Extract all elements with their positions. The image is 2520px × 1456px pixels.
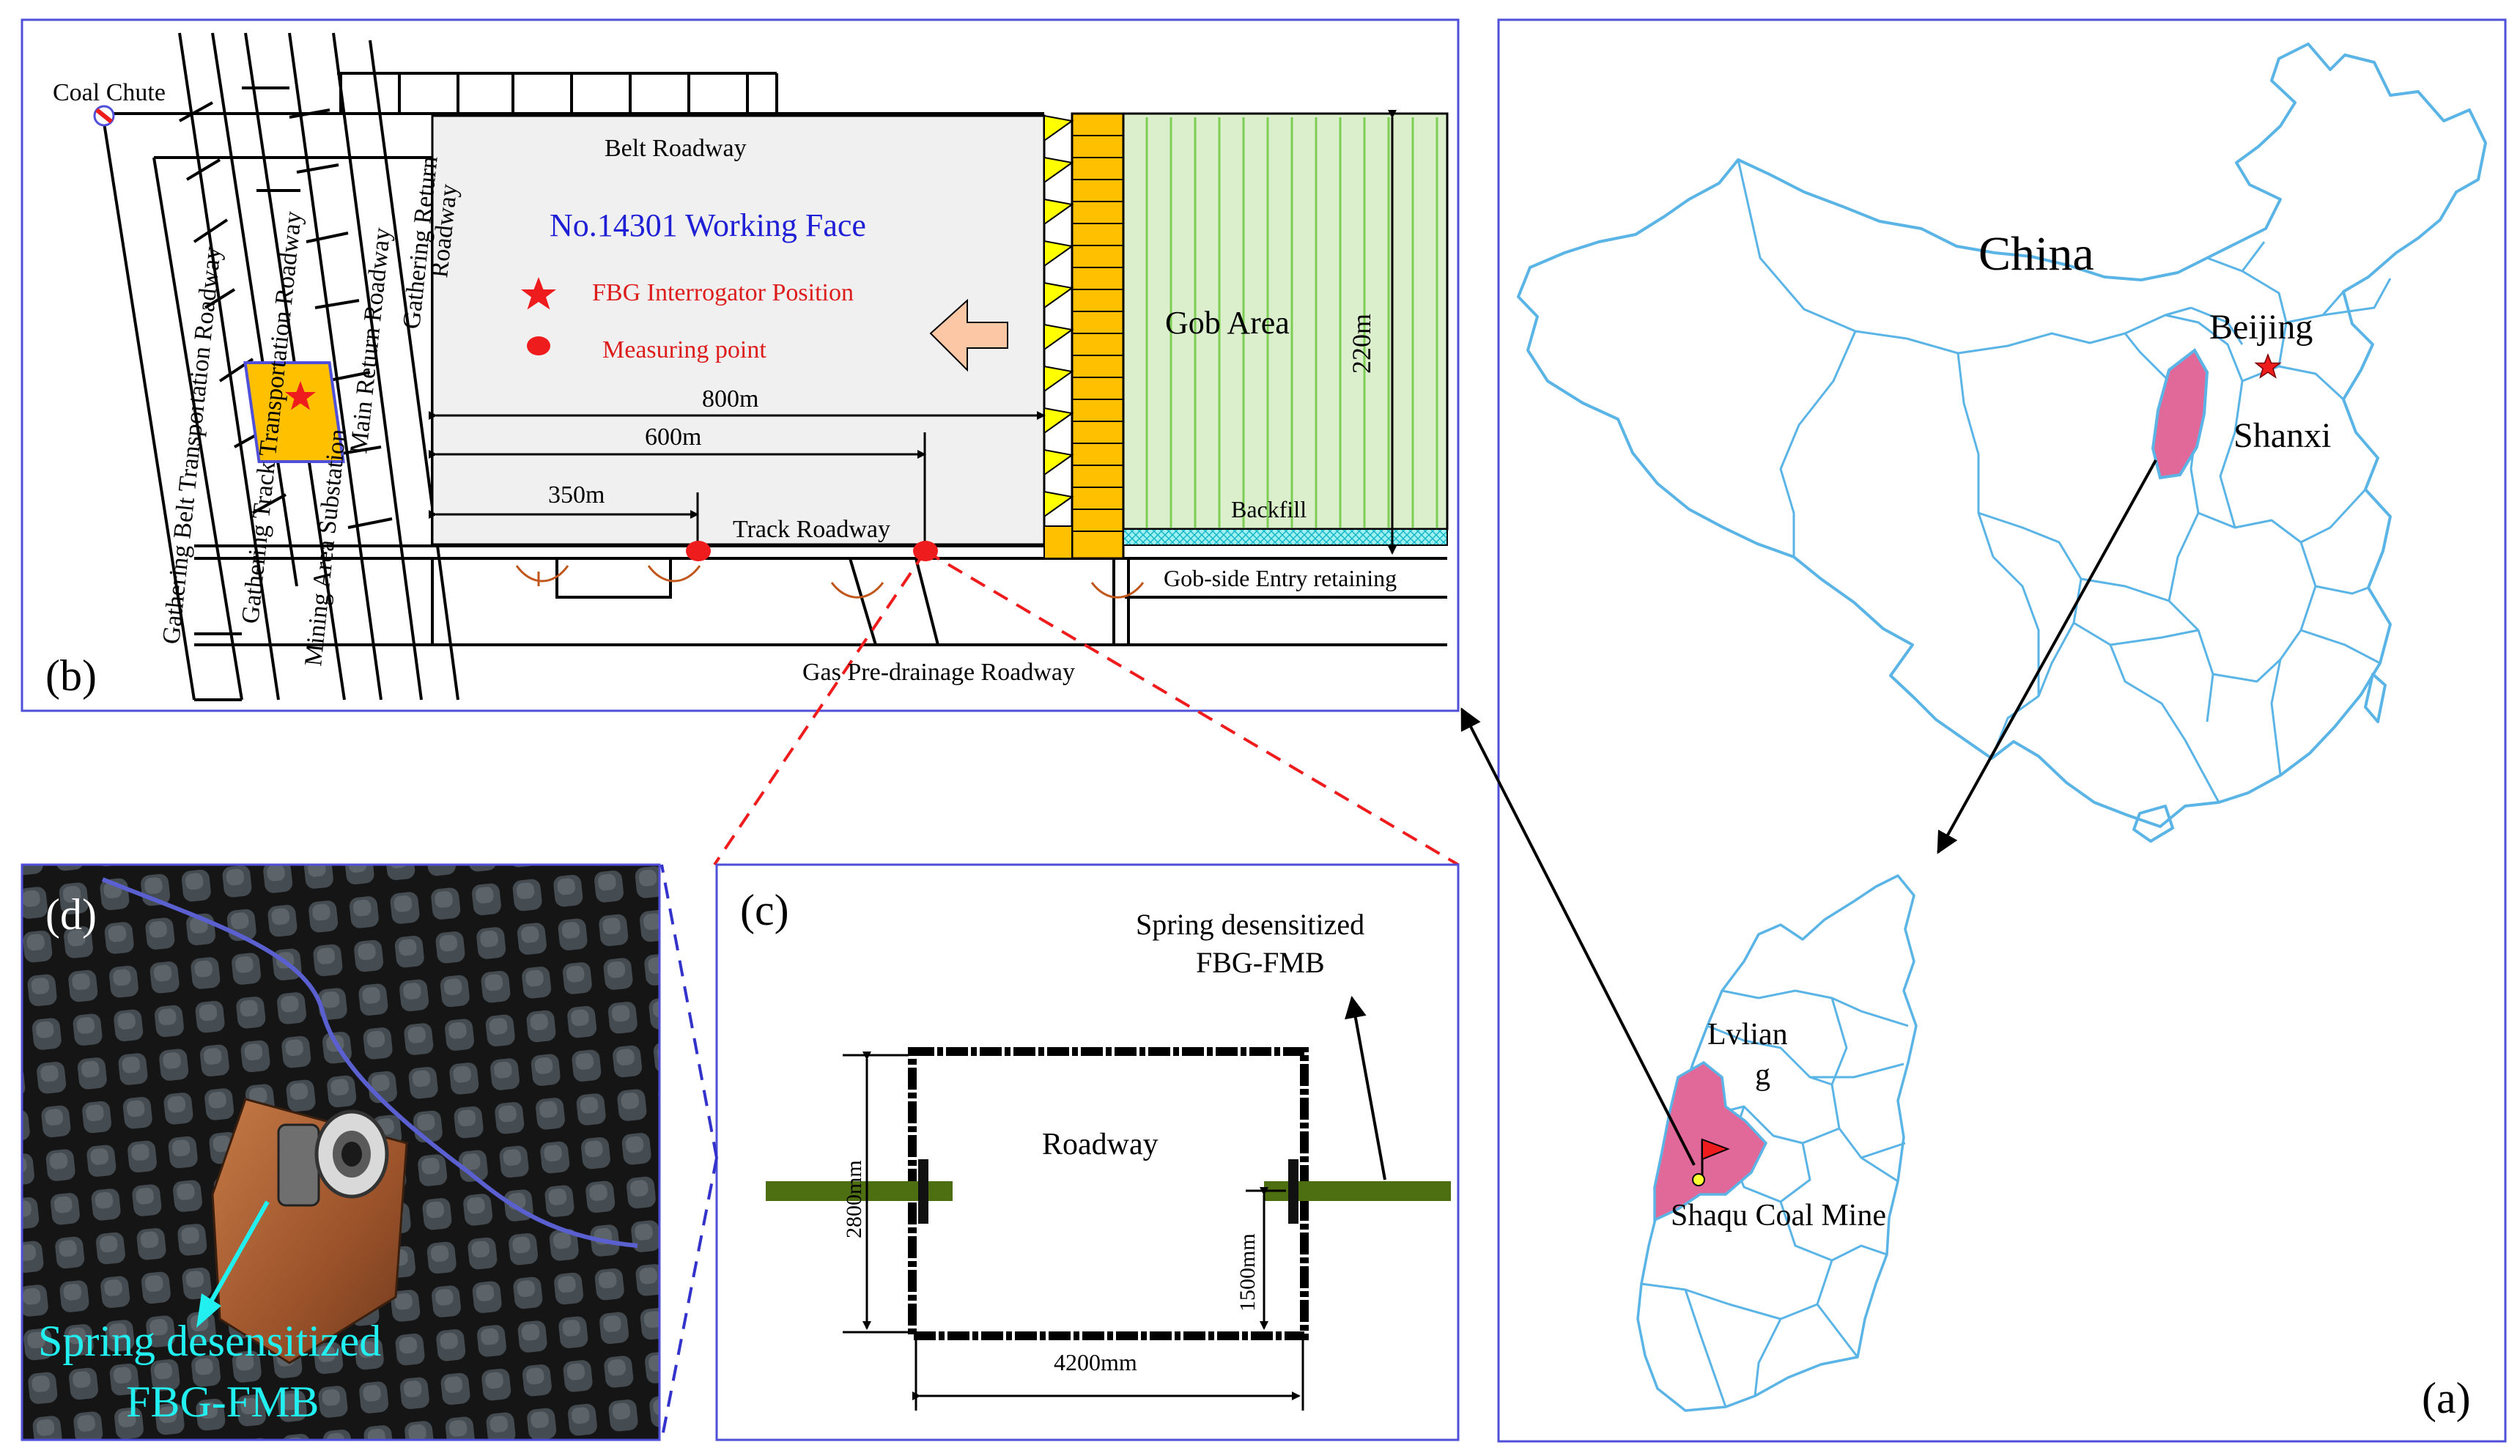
width-label: 4200mm: [1054, 1349, 1137, 1375]
legend-dot-icon: [527, 336, 550, 355]
backfill-strip: [1123, 528, 1448, 546]
dim-600-label: 600m: [645, 424, 701, 451]
panel-c-label: (c): [740, 886, 789, 934]
shanxi-county-boundaries: [1641, 989, 1909, 1408]
roadway-section: [908, 1047, 1309, 1340]
legend-measuring-label: Measuring point: [602, 336, 766, 363]
roadway-label: Roadway: [1042, 1128, 1159, 1161]
shanxi-outline: [1636, 874, 1918, 1412]
photo-sensor-body: [277, 1109, 389, 1207]
panel-b: Coal Chute Belt Roadway No.14301 Working…: [21, 18, 1460, 866]
gas-roadway-label: Gas Pre-drainage Roadway: [802, 659, 1075, 686]
shanxi-label: Shanxi: [2233, 416, 2331, 455]
panel-d-label: (d): [45, 890, 97, 939]
sensor-label-c-line2: FBG-FMB: [1196, 946, 1325, 979]
beijing-star: [2254, 352, 2282, 379]
sensor-label-d-line1: Spring desensitized: [38, 1317, 381, 1365]
photo-pointer-arrowhead: [196, 1293, 221, 1328]
province-boundaries: [1737, 159, 2392, 803]
sensor-label-d-line2: FBG-FMB: [126, 1378, 319, 1426]
gob-width-label: 220m: [1347, 314, 1376, 374]
zoom-arrow-shanxi: [1937, 459, 2157, 854]
advance-direction-arrow: [929, 298, 1008, 372]
track-roadway-label: Track Roadway: [733, 516, 890, 543]
belt-roadway-label: Belt Roadway: [605, 135, 747, 162]
section-dimensions: [843, 1052, 1304, 1411]
flag-icon: [1692, 1138, 1730, 1186]
panel-c: Spring desensitized FBG-FMB Roadway 2800…: [715, 863, 1460, 1441]
height-label: 2800mm: [842, 1160, 866, 1238]
mine-label: Shaqu Coal Mine: [1671, 1199, 1886, 1233]
lvliang-label-line1: Lvlian: [1707, 1018, 1788, 1052]
photo-pointer-arrow: [208, 1200, 270, 1304]
photo-cable: [101, 877, 638, 1248]
gob-side-entry-label: Gob-side Entry retaining: [1164, 565, 1397, 591]
china-outline: [1517, 43, 2487, 828]
left-bolt-plate: [918, 1159, 928, 1224]
coal-chute-icon: [93, 105, 115, 127]
coal-chute-label: Coal Chute: [53, 79, 166, 106]
right-bolt-plate: [1288, 1159, 1298, 1224]
lvliang-region: [1653, 1060, 1768, 1222]
working-face-label: No.14301 Working Face: [550, 207, 866, 243]
distance-dimensions: [429, 388, 1046, 546]
taiwan-island: [2364, 673, 2387, 723]
measuring-point-350m: [686, 541, 711, 561]
interrogator-star-icon: [285, 381, 316, 410]
backfill-label: Backfill: [1231, 496, 1307, 522]
shanxi-province: [2151, 348, 2209, 480]
zoom-lines-to-d: [660, 864, 718, 1441]
install-height-label: 1500mm: [1235, 1233, 1260, 1312]
shanxi-detail-map: [1636, 874, 1918, 1412]
legend-star-icon: [521, 277, 556, 310]
china-map: [1517, 43, 2487, 843]
dim-800-label: 800m: [702, 385, 758, 413]
panel-a-label: (a): [2422, 1374, 2471, 1422]
beijing-label: Beijing: [2209, 308, 2313, 347]
sensor-label-c-line1: Spring desensitized: [1136, 908, 1364, 941]
panel-d-frame: [21, 863, 661, 1441]
panel-b-label: (b): [45, 651, 97, 700]
zoom-lines-to-c: [713, 550, 1460, 866]
hainan-island: [2132, 805, 2174, 843]
gob-area-label: Gob Area: [1165, 305, 1290, 341]
mining-area-substation: [243, 361, 345, 463]
lvliang-label-line2: g: [1755, 1058, 1770, 1092]
china-label: China: [1978, 227, 2094, 281]
sensor-pointer: [1345, 996, 1386, 1180]
panel-a: China Beijing Shanxi Lvlian g Shaqu Coal…: [1460, 18, 2507, 1443]
zoom-arrow-panel-b: [1460, 707, 1696, 1166]
support-marks: [515, 565, 1145, 599]
panel-d: Spring desensitized FBG-FMB (d): [21, 863, 661, 1441]
dim-350-label: 350m: [548, 481, 605, 509]
legend-interrogator-label: FBG Interrogator Position: [592, 279, 854, 306]
